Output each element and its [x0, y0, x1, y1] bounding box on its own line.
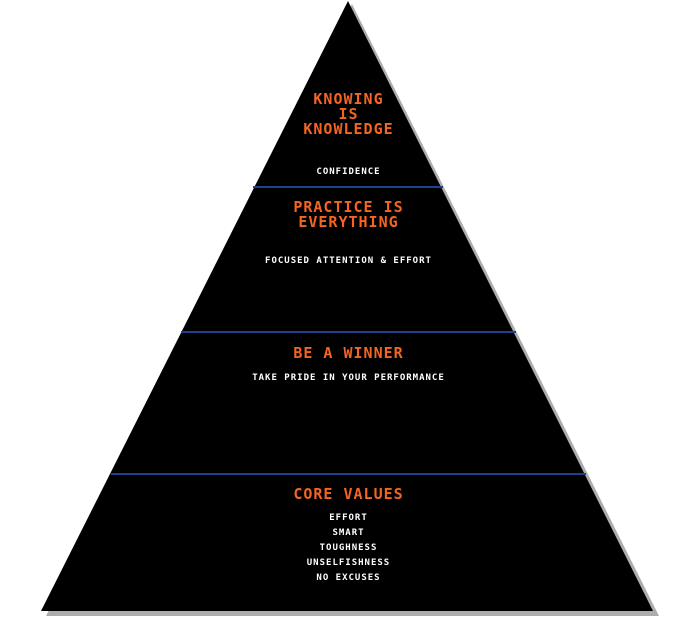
tier-4-title: Core Values	[0, 487, 697, 502]
pyramid-body	[41, 1, 653, 611]
tier-2-title: Practice is Everything	[0, 200, 697, 230]
tier-1-title-line-3: Knowledge	[303, 120, 394, 138]
core-value-item: No Excuses	[316, 573, 381, 583]
tier-1-title-line-2: is	[338, 105, 359, 123]
tier-3-subtitle: Take pride in your performance	[0, 371, 697, 386]
tier-4-values-list: Effort Smart Toughness Unselfishness No …	[0, 511, 697, 586]
core-value-item: Unselfishness	[306, 558, 391, 568]
tier-3-subtitle-line-1: Take pride in your performance	[252, 373, 445, 383]
tier-2-subtitle: Focused attention & effort	[0, 254, 697, 269]
tier-3-title-line-1: Be a Winner	[293, 344, 404, 362]
tier-2-title-line-1: Practice is	[293, 198, 404, 216]
core-value-item: Toughness	[319, 543, 378, 553]
tier-1-title-line-1: Knowing	[313, 90, 384, 108]
tier-2-subtitle-line-1: Focused attention & effort	[265, 256, 432, 266]
tier-2-title-line-2: Everything	[298, 213, 399, 231]
tier-4-title-line-1: Core Values	[293, 485, 404, 503]
core-value-item: Effort	[329, 513, 368, 523]
tier-3-title: Be a Winner	[0, 346, 697, 361]
tier-1-title: Knowing is Knowledge	[0, 92, 697, 137]
tier-1-subtitle-line-1: Confidence	[316, 167, 381, 177]
core-value-item: Smart	[332, 528, 365, 538]
tier-1-subtitle: Confidence	[0, 165, 697, 180]
